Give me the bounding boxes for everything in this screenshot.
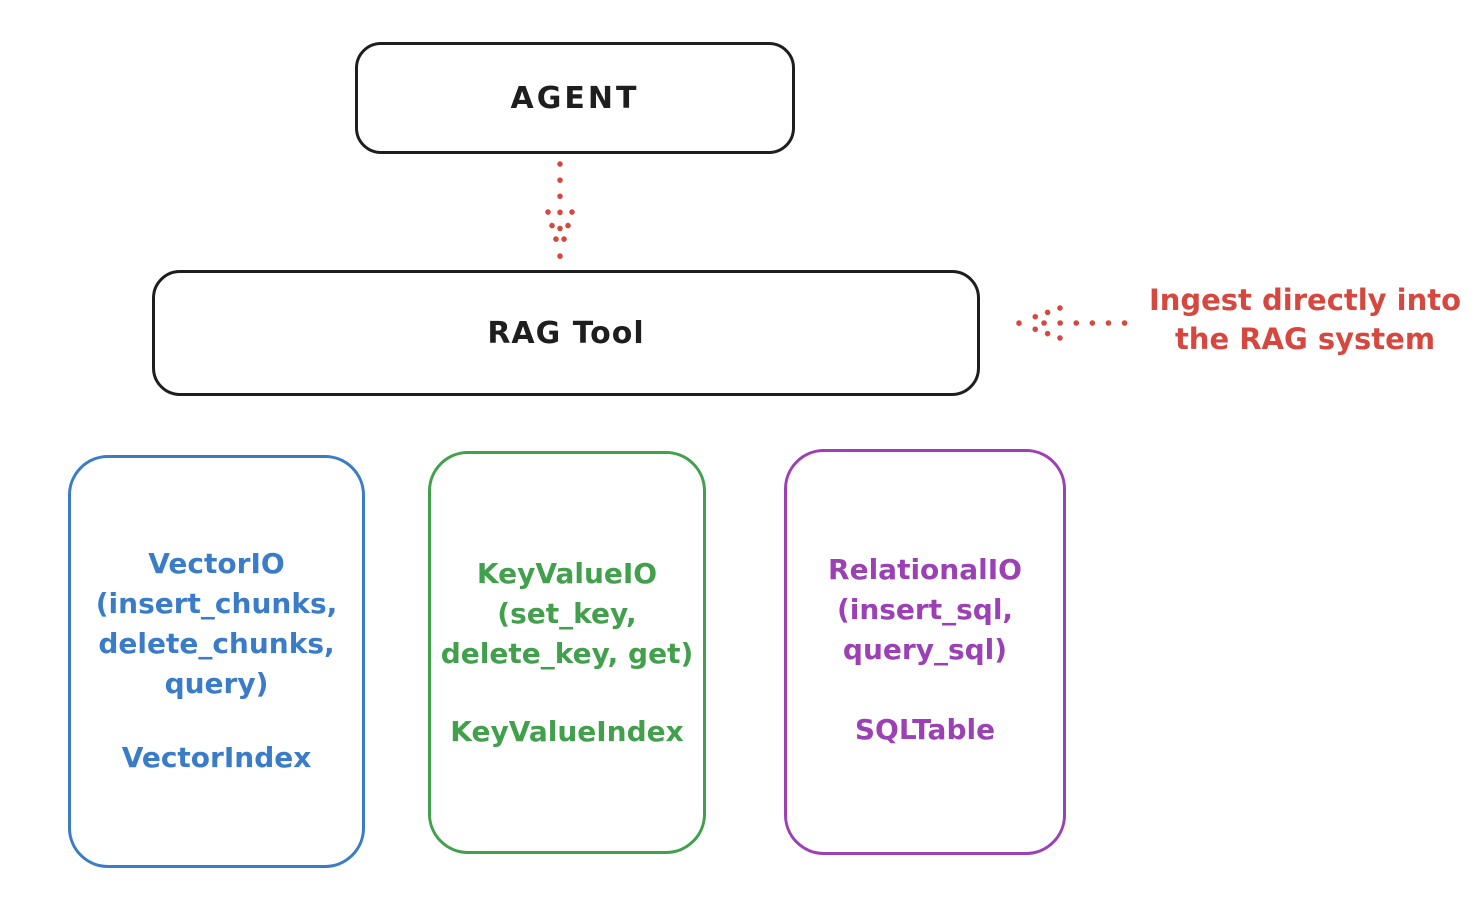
down-dotted-arrow-icon: [545, 161, 575, 259]
rag-tool-box: RAG Tool: [152, 270, 980, 396]
relational-io-box: RelationalIO (insert_sql, query_sql) SQL…: [784, 449, 1066, 855]
relational-io-param-line: query_sql): [842, 633, 1008, 666]
keyvalue-io-title: KeyValueIO: [476, 557, 658, 590]
vector-io-param-line: delete_chunks,: [98, 627, 335, 660]
agent-box: AGENT: [355, 42, 795, 154]
ingest-annotation-line2: the RAG system: [1174, 322, 1436, 356]
relational-io-param-line: (insert_sql,: [836, 593, 1014, 626]
ingest-annotation-line1: Ingest directly into: [1148, 283, 1462, 317]
keyvalue-io-param-line: delete_key, get): [440, 637, 694, 670]
keyvalue-io-box: KeyValueIO (set_key, delete_key, get) Ke…: [428, 451, 706, 854]
keyvalue-io-param-line: (set_key,: [497, 597, 637, 630]
rag-tool-label: RAG Tool: [487, 315, 645, 351]
sql-table-label: SQLTable: [854, 713, 996, 746]
left-dotted-arrow-icon: [1016, 305, 1141, 341]
vector-io-param-line: (insert_chunks,: [95, 587, 338, 620]
keyvalue-index-label: KeyValueIndex: [450, 715, 684, 748]
vector-index-label: VectorIndex: [121, 741, 312, 774]
vector-io-title: VectorIO: [148, 547, 285, 580]
relational-io-title: RelationalIO: [828, 553, 1022, 586]
agent-label: AGENT: [510, 80, 640, 116]
ingest-annotation: Ingest directly into the RAG system: [1130, 281, 1480, 359]
vector-io-param-line: query): [164, 667, 269, 700]
vector-io-box: VectorIO (insert_chunks, delete_chunks, …: [68, 455, 365, 868]
